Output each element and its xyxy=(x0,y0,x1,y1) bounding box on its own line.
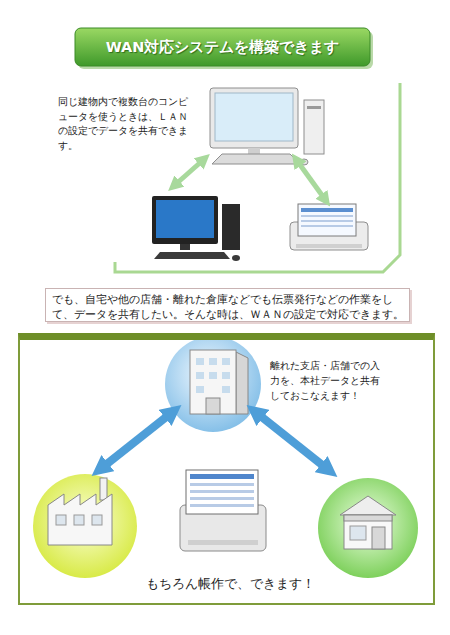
keyboard xyxy=(212,154,300,164)
screen xyxy=(215,93,293,141)
desktop-pc xyxy=(152,196,240,261)
keyboard xyxy=(154,252,230,259)
screen-row xyxy=(190,497,254,500)
wan-panel: 離れた支店・店舗での入力を、本社データと共有しておこなえます！ もちろん帳作で、で… xyxy=(18,333,435,605)
shop-awning xyxy=(344,515,392,521)
window xyxy=(74,515,84,525)
screen-row xyxy=(190,483,254,486)
terminal-device xyxy=(290,204,368,250)
screen-bar xyxy=(190,474,254,479)
device-screen xyxy=(186,470,258,514)
paper-tray xyxy=(296,244,362,248)
pc-tower xyxy=(222,204,240,250)
shop-roof xyxy=(340,496,396,515)
window xyxy=(56,515,66,525)
window xyxy=(222,386,230,393)
callout-text: 離れた支店・店舗での入力を、本社データと共有しておこなえます！ xyxy=(270,358,388,403)
screen-row xyxy=(301,215,353,217)
window xyxy=(209,358,217,365)
screen xyxy=(156,200,214,238)
monitor-stand xyxy=(248,148,260,154)
screen-row xyxy=(301,225,353,227)
office-circle xyxy=(165,336,261,432)
wan-arrow xyxy=(258,414,326,468)
terminal-device xyxy=(180,470,266,551)
shop-window xyxy=(350,526,366,540)
wan-arrow xyxy=(103,414,170,467)
shop-body xyxy=(344,515,392,549)
title-banner xyxy=(75,28,370,66)
lan-note: 同じ建物内で複数台のコンピュータを使うときは、ＬＡＮの設定でデータを共有できます… xyxy=(58,95,190,154)
pc-tower xyxy=(304,100,324,154)
window xyxy=(222,372,230,379)
screen-row xyxy=(190,490,254,493)
building-front xyxy=(190,350,236,414)
office-building xyxy=(190,350,248,414)
title-text: WAN対応システムを構築できます xyxy=(75,28,370,66)
building-side xyxy=(236,352,248,414)
shop-building xyxy=(340,496,396,549)
closing-text: もちろん帳作で、できます！ xyxy=(24,576,437,592)
factory-circle xyxy=(33,474,137,578)
window xyxy=(196,358,204,365)
screen-row xyxy=(301,220,353,222)
window xyxy=(222,358,230,365)
shop-circle xyxy=(318,478,418,578)
monitor xyxy=(210,88,298,148)
mouse xyxy=(232,255,240,261)
monitor-stand xyxy=(180,244,190,250)
monitor xyxy=(152,196,218,244)
paper-tray xyxy=(188,540,258,545)
window xyxy=(196,372,204,379)
lan-arrow xyxy=(298,162,324,198)
chimney xyxy=(100,478,107,500)
window xyxy=(209,372,217,379)
screen-row xyxy=(190,504,254,507)
factory-building xyxy=(48,478,112,545)
lan-arrow xyxy=(176,161,202,184)
message-band: でも、自宅や他の店舗・離れた倉庫などでも伝票発行などの作業をして、データを共有し… xyxy=(45,288,410,322)
factory-body xyxy=(48,494,112,545)
screen-bar xyxy=(301,208,353,212)
window xyxy=(92,515,102,525)
device-screen xyxy=(298,204,356,236)
window xyxy=(196,386,204,393)
drive-slot xyxy=(307,106,321,109)
desktop-pc xyxy=(210,88,324,165)
band-text: でも、自宅や他の店舗・離れた倉庫などでも伝票発行などの作業をして、データを共有し… xyxy=(52,292,404,321)
door xyxy=(372,527,385,549)
door xyxy=(206,398,220,414)
